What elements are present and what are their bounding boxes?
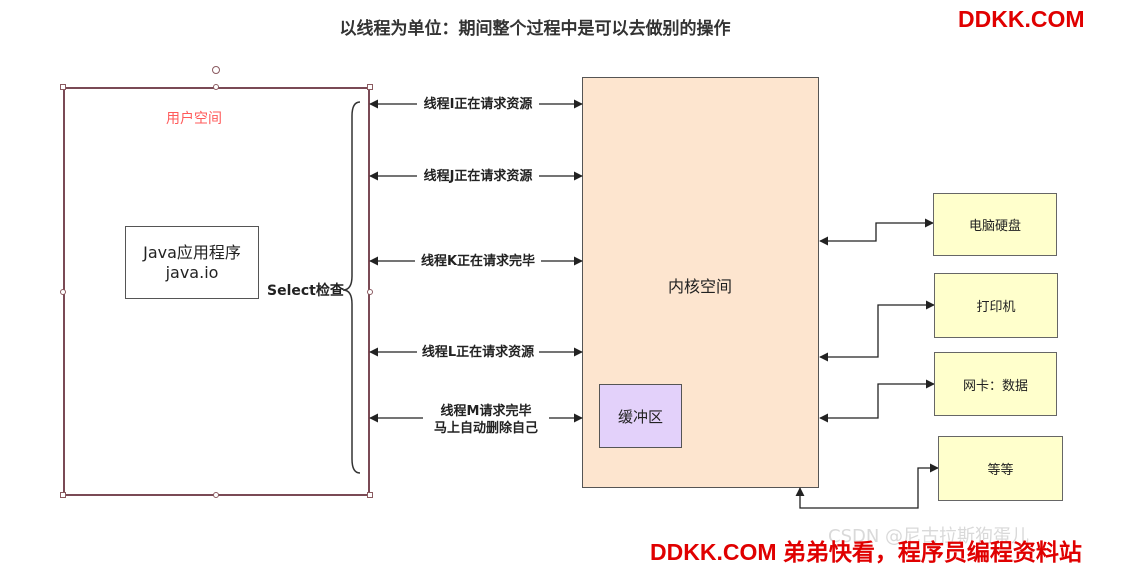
select-brace <box>342 101 361 474</box>
thread-m-line2: 马上自动删除自己 <box>433 421 538 436</box>
buffer-box[interactable]: 缓冲区 <box>599 384 682 448</box>
device-hard-disk[interactable]: 电脑硬盘 <box>933 193 1057 256</box>
resize-handle-top-left[interactable] <box>60 84 66 90</box>
thread-label-k: 线程K正在请求完毕 <box>415 253 541 270</box>
thread-label-j: 线程J正在请求资源 <box>417 168 539 185</box>
device-printer[interactable]: 打印机 <box>934 273 1058 338</box>
csdn-watermark: CSDN @尼古拉斯狗蛋儿 <box>828 526 1030 547</box>
resize-handle-bottom-left[interactable] <box>60 492 66 498</box>
rotate-handle[interactable] <box>212 66 220 74</box>
others-connector <box>795 463 939 509</box>
kernel-space-label: 内核空间 <box>668 277 733 296</box>
thread-label-m: 线程M请求完毕 马上自动删除自己 <box>423 403 549 437</box>
resize-handle-right[interactable] <box>367 289 373 295</box>
device-network-card[interactable]: 网卡：数据 <box>934 352 1057 416</box>
resize-handle-bottom[interactable] <box>213 492 219 498</box>
select-check-label: Select检查 <box>267 283 344 299</box>
diagram-title: 以线程为单位：期间整个过程中是可以去做别的操作 <box>339 19 731 39</box>
nic-connector <box>819 379 935 423</box>
printer-connector <box>819 300 935 362</box>
watermark-top: DDKK.COM <box>958 6 1085 32</box>
java-app-label: Java应用程序 <box>143 242 241 262</box>
java-app-box[interactable]: Java应用程序 java.io <box>125 226 259 299</box>
resize-handle-top[interactable] <box>213 84 219 90</box>
resize-handle-left[interactable] <box>60 289 66 295</box>
device-others[interactable]: 等等 <box>938 436 1063 501</box>
resize-handle-top-right[interactable] <box>367 84 373 90</box>
resize-handle-bottom-right[interactable] <box>367 492 373 498</box>
thread-label-l: 线程L正在请求资源 <box>417 344 539 361</box>
java-io-label: java.io <box>165 262 219 282</box>
user-space-label: 用户空间 <box>166 111 222 127</box>
thread-label-i: 线程I正在请求资源 <box>417 96 539 113</box>
disk-connector <box>819 218 934 246</box>
thread-m-line1: 线程M请求完毕 <box>440 404 532 419</box>
